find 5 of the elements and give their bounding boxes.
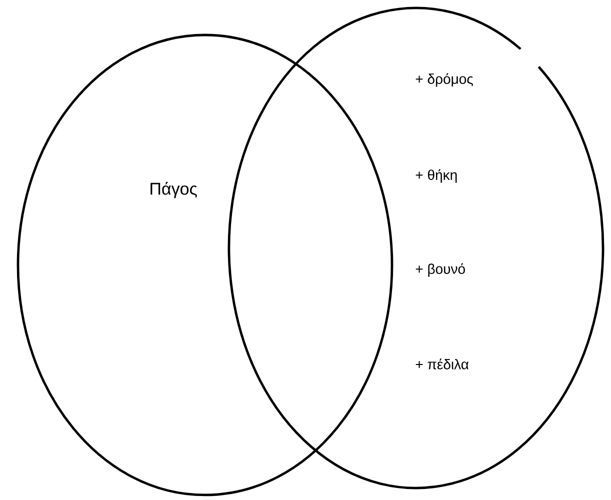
set-label: + δρόμος [416, 73, 473, 87]
set-label: + θήκη [416, 169, 457, 183]
set-label: + πέδιλα [416, 358, 469, 370]
set-label: + βουνό [416, 263, 465, 277]
set-label: Πάγος [150, 182, 197, 198]
